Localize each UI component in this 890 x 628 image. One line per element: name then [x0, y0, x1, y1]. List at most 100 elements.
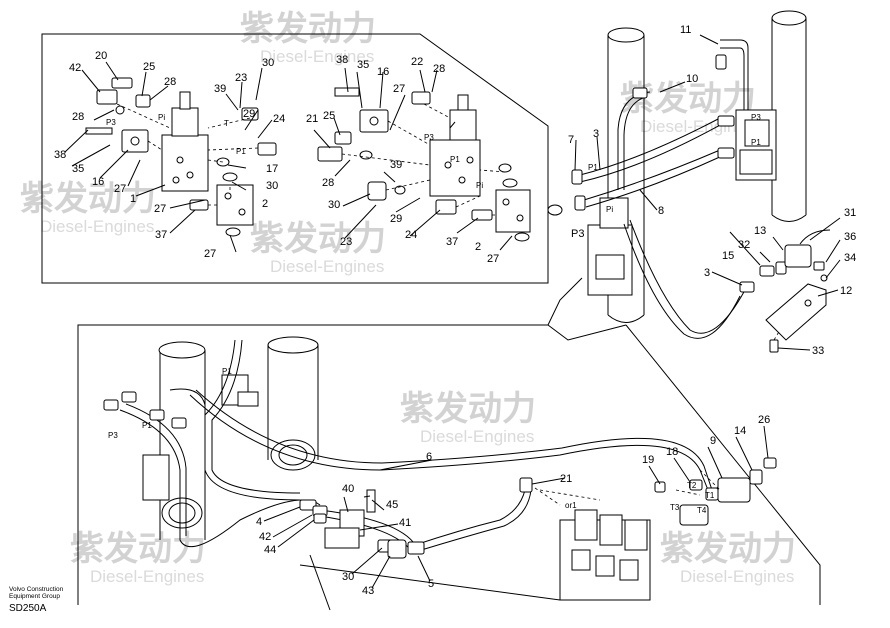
callout-30: 30: [328, 199, 340, 211]
fitting-28: [411, 91, 431, 105]
watermark-cn: 紫发动力: [400, 389, 536, 429]
callout-28: 28: [322, 177, 334, 189]
callout-27: 27: [487, 253, 499, 265]
port-p3: P3: [751, 113, 761, 122]
elbow-30: [387, 539, 407, 559]
fitting-20: [111, 77, 133, 89]
watermark-cn: 紫发动力: [250, 219, 386, 259]
callout-10: 10: [686, 73, 698, 85]
solenoid-13: [784, 244, 812, 268]
callout-1: 1: [130, 193, 136, 205]
port-pi: Pi: [476, 181, 483, 190]
bolt-45: [366, 489, 376, 513]
control-valve-bank: [299, 487, 651, 611]
callout-14: 14: [734, 425, 746, 437]
callout-39: 39: [390, 159, 402, 171]
watermark-en: Diesel-Engines: [40, 217, 154, 236]
bolt-36: [813, 261, 825, 271]
bolt-38: [334, 87, 360, 97]
callout-25: 25: [323, 110, 335, 122]
plug-14: [749, 469, 763, 485]
watermark-cn: 紫发动力: [70, 529, 206, 569]
callout-40: 40: [342, 483, 354, 495]
elbow-24: [257, 142, 277, 156]
fitting-21: [519, 477, 533, 493]
valve-solenoid: [171, 107, 199, 137]
bracket-12: [765, 283, 827, 341]
callout-21: 21: [560, 473, 572, 485]
callout-38: 38: [336, 54, 348, 66]
block-2: [216, 184, 254, 226]
plug-26: [763, 457, 777, 469]
port-t: T: [224, 119, 229, 128]
callout-27: 27: [393, 83, 405, 95]
callout-30: 30: [266, 180, 278, 192]
callout-20: 20: [95, 50, 107, 62]
callout-31: 31: [844, 207, 856, 219]
callout-39: 39: [214, 83, 226, 95]
watermark-cn: 紫发动力: [240, 9, 376, 49]
port-t3: T3: [670, 503, 680, 512]
detail-inset-frame: [41, 33, 549, 284]
port-p1: P1: [588, 163, 598, 172]
port-p1: P1: [236, 147, 246, 156]
watermark-cn: 紫发动力: [620, 79, 756, 119]
port-p1: P1: [751, 138, 761, 147]
callout-21: 21: [306, 113, 318, 125]
callout-27: 27: [154, 203, 166, 215]
port-t1: T1: [705, 491, 715, 500]
port-p3: P3: [108, 431, 118, 440]
callout-36: 36: [844, 231, 856, 243]
plate-16: [359, 109, 389, 133]
port-pi: Pi: [158, 113, 165, 122]
fitting-42: [96, 89, 118, 105]
callout-2: 2: [262, 198, 268, 210]
callout-8: 8: [658, 205, 664, 217]
plug-17: [498, 163, 512, 173]
plug-17: [216, 157, 230, 167]
callout-32: 32: [738, 239, 750, 251]
callout-23: 23: [235, 72, 247, 84]
watermark-en: Diesel-Engines: [270, 257, 384, 276]
washer-34: [820, 274, 828, 282]
callout-28: 28: [433, 63, 445, 75]
callout-18: 18: [666, 446, 678, 458]
port-p3: P3: [571, 228, 584, 240]
watermark: 紫发动力 Diesel-Engines 紫发动力 Diesel-Engines …: [20, 9, 796, 586]
valve-body: [429, 139, 481, 197]
bolt-38: [85, 127, 113, 135]
fitting-21: [317, 146, 343, 162]
callout-24: 24: [273, 113, 285, 125]
bracket-41: [324, 527, 360, 549]
callout-3: 3: [704, 267, 710, 279]
upper-right-assembly: [571, 10, 831, 353]
callout-42: 42: [259, 531, 271, 543]
watermark-en: Diesel-Engines: [260, 47, 374, 66]
fitting-4: [299, 499, 317, 511]
watermark-cn: 紫发动力: [660, 529, 796, 569]
fitting-28: [135, 94, 151, 108]
block-2: [495, 189, 531, 233]
callout-42: 42: [69, 62, 81, 74]
callout-28: 28: [164, 76, 176, 88]
port-p1: P1: [142, 421, 152, 430]
bolt-37: [471, 209, 493, 221]
callout-29: 29: [243, 108, 255, 120]
callout-19: 19: [642, 454, 654, 466]
plate-16: [121, 129, 149, 153]
callout-43: 43: [362, 585, 374, 597]
callout-28: 28: [72, 111, 84, 123]
port-labels: P3 Pi T P1 P3 P1 Pi P3 P1 P1 P3 Pi P1 P3…: [106, 113, 761, 515]
bolt-33: [769, 339, 779, 353]
lower-assembly: [103, 336, 777, 611]
callout-45: 45: [386, 499, 398, 511]
callout-38: 38: [54, 149, 66, 161]
drawing-code: SD250A: [9, 603, 47, 614]
callout-30: 30: [262, 57, 274, 69]
watermark-en: Diesel-Engines: [420, 427, 534, 446]
footer-company-line2: Equipment Group: [9, 593, 60, 600]
valve-body: [161, 134, 209, 192]
elbow-24: [435, 199, 457, 215]
valve-assembly-right: [317, 87, 563, 242]
detail-frame-lower: [77, 324, 548, 605]
